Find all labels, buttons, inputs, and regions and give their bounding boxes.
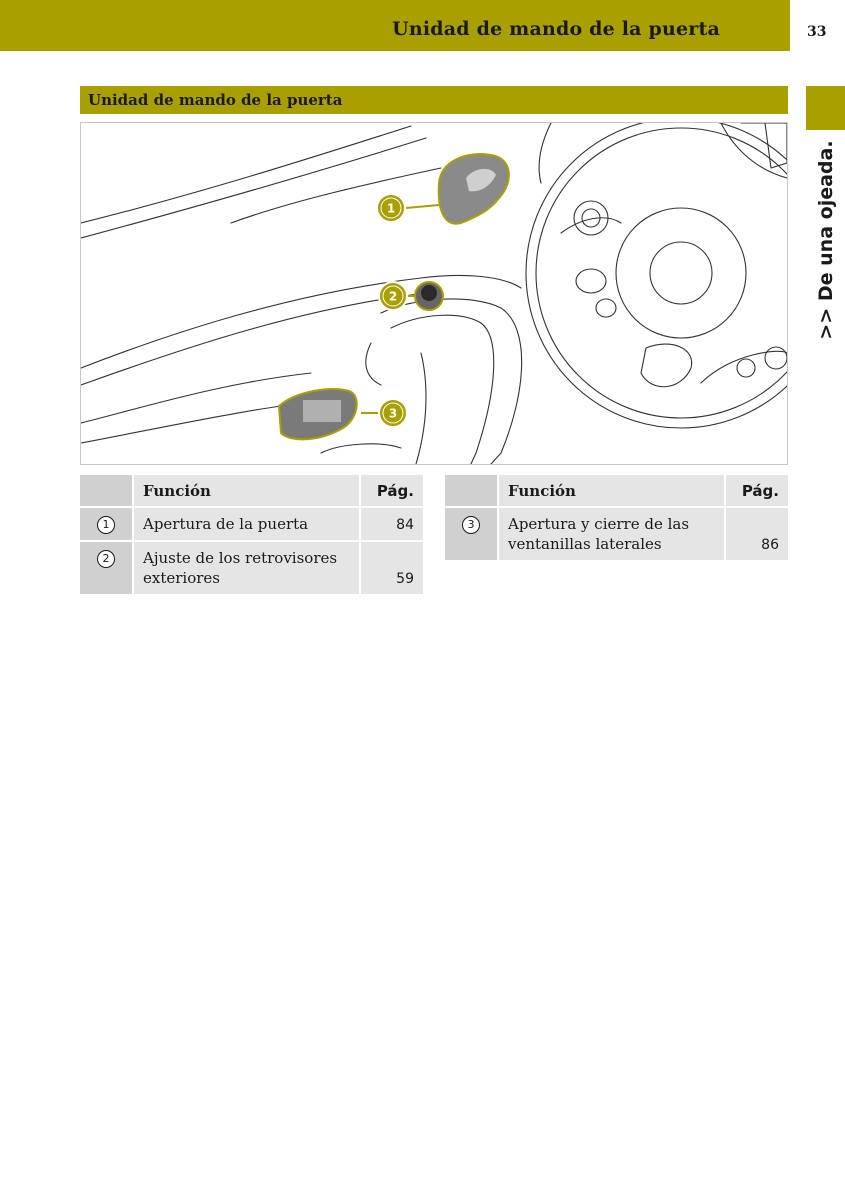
function-text: Apertura y cierre de las ventanillas lat… — [498, 507, 726, 562]
page-number: 33 — [807, 24, 827, 40]
function-header: Función — [498, 475, 726, 508]
callout-1: 1 — [376, 193, 406, 223]
callout-2: 2 — [378, 281, 408, 311]
header-bar: Unidad de mando de la puerta — [0, 0, 790, 51]
callout-3: 3 — [378, 398, 408, 428]
table-row: 3 Apertura y cierre de las ventanillas l… — [445, 507, 788, 562]
table-header-row: Función Pág. — [80, 475, 423, 508]
number-header — [445, 475, 499, 508]
callout-3-label: 3 — [389, 407, 397, 421]
table-row: 2 Ajuste de los retrovisores exteriores … — [80, 541, 423, 596]
page-header: Pág. — [360, 475, 423, 508]
door-panel-drawing: 1 2 3 — [81, 123, 787, 464]
callout-2-label: 2 — [389, 290, 397, 304]
page-reference: 86 — [725, 507, 788, 562]
number-header — [80, 475, 134, 508]
chapter-tab — [806, 86, 845, 130]
table-row: 1 Apertura de la puerta 84 — [80, 507, 423, 542]
function-table-left: Función Pág. 1 Apertura de la puerta 84 … — [80, 475, 423, 596]
callout-1-label: 1 — [387, 202, 395, 216]
row-number-badge: 1 — [97, 516, 115, 534]
door-control-illustration: 1 2 3 — [80, 122, 788, 465]
page-reference: 59 — [360, 541, 423, 596]
table-header-row: Función Pág. — [445, 475, 788, 508]
function-table-right: Función Pág. 3 Apertura y cierre de las … — [445, 475, 788, 562]
function-text: Ajuste de los retrovisores exteriores — [133, 541, 361, 596]
header-divider — [790, 0, 793, 51]
page-header: Pág. — [725, 475, 788, 508]
row-number-badge: 2 — [97, 550, 115, 568]
function-header: Función — [133, 475, 361, 508]
page-header-title: Unidad de mando de la puerta — [392, 18, 720, 40]
chapter-tab-label: >> De una ojeada. — [815, 140, 837, 340]
page-reference: 84 — [360, 507, 423, 542]
section-title: Unidad de mando de la puerta — [88, 91, 343, 109]
function-text: Apertura de la puerta — [133, 507, 361, 542]
row-number-badge: 3 — [462, 516, 480, 534]
section-heading-bar: Unidad de mando de la puerta — [80, 86, 788, 114]
